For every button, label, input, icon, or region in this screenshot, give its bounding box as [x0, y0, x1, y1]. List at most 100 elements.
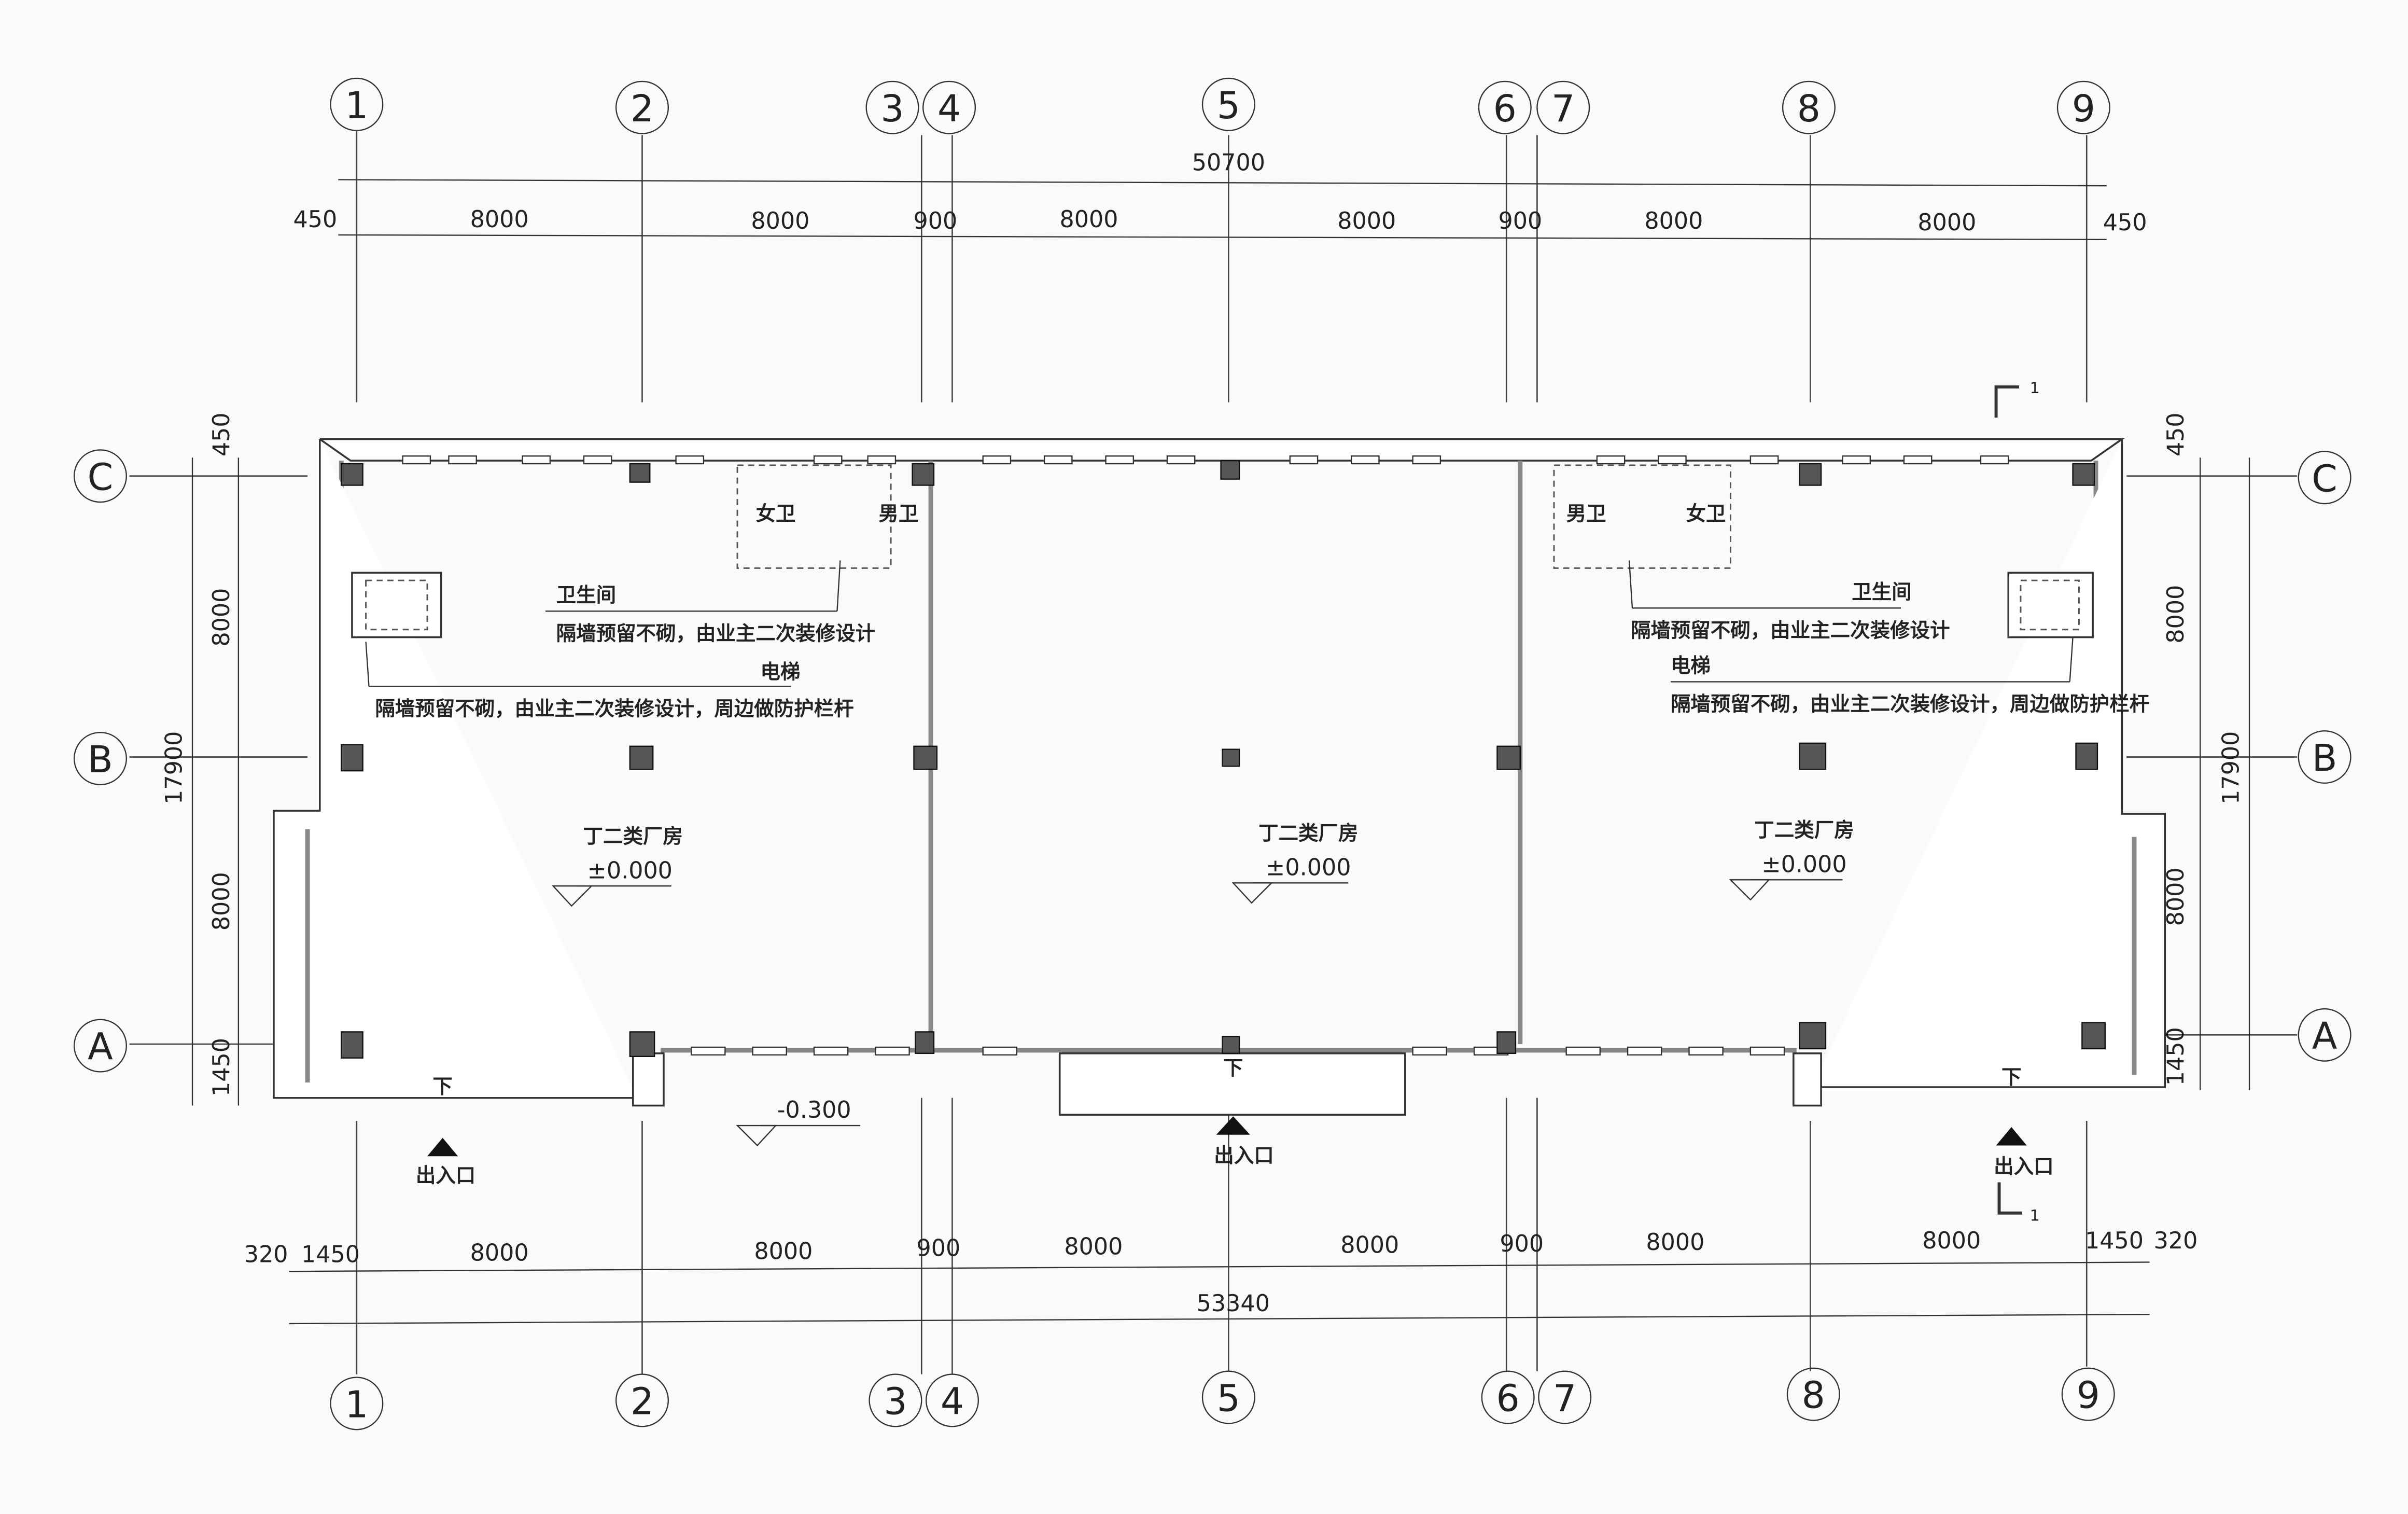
- dim: 8000: [1917, 210, 1976, 236]
- room-labels: 丁二类厂房 ±0.000 丁二类厂房 ±0.000 丁二类厂房 ±0.000: [552, 818, 1854, 907]
- elevator-note: 隔墙预留不砌，由业主二次装修设计，周边做防护栏杆: [1671, 693, 2149, 716]
- axis-label: C: [88, 455, 114, 498]
- room-name: 丁二类厂房: [583, 825, 683, 848]
- room-name: 丁二类厂房: [1754, 818, 1854, 842]
- dim: 8000: [470, 1240, 529, 1267]
- axis-label: 4: [941, 1380, 964, 1423]
- dimension-lines: [191, 179, 2250, 1325]
- dim: 1450: [208, 1038, 235, 1096]
- axis-label: 8: [1797, 87, 1821, 130]
- toilet-label: 卫生间: [1852, 581, 1911, 604]
- dim: 8000: [1922, 1228, 1981, 1254]
- entrance-arrow-icon: [1216, 1116, 1250, 1135]
- axis-label: 7: [1551, 87, 1575, 130]
- dim: 8000: [208, 872, 235, 930]
- dimensions-right: 450 8000 17900 8000 1450: [2163, 412, 2245, 1086]
- dim: 450: [2103, 210, 2147, 236]
- dim: 1450: [2163, 1027, 2189, 1086]
- axis-label: 5: [1217, 84, 1240, 127]
- dim: 17900: [2218, 731, 2244, 804]
- dim: 8000: [1646, 1229, 1704, 1256]
- down-label: 下: [432, 1075, 452, 1099]
- dim: 8000: [1059, 206, 1118, 233]
- dim: 900: [914, 208, 958, 234]
- dim: 450: [2163, 412, 2189, 456]
- dimensions-bottom: 320 1450 8000 8000 900 8000 8000 900 800…: [244, 1228, 2198, 1317]
- axis-label: 1: [345, 84, 368, 127]
- axis-bubbles-top: 1 2 3 4 5 6 7 8 9: [330, 77, 2110, 134]
- dim-total: 50700: [1192, 150, 1265, 176]
- elevator-note: 隔墙预留不砌，由业主二次装修设计，周边做防护栏杆: [375, 698, 853, 721]
- dim: 450: [293, 206, 338, 233]
- axis-bubbles-bottom: 1 2 3 4 5 6 7 8 9: [330, 1367, 2115, 1430]
- dim: 8000: [2163, 867, 2189, 926]
- axis-label: 3: [884, 1380, 907, 1423]
- dim: 8000: [754, 1239, 813, 1265]
- axis-label: C: [2312, 457, 2337, 500]
- dimensions-top: 50700 450 8000 8000 900 8000 8000 900 80…: [293, 150, 2147, 236]
- outside-level: -0.300: [777, 1097, 851, 1123]
- dimensions-left: 450 8000 17900 8000 1450: [161, 412, 235, 1096]
- male-toilet-label: 男卫: [878, 503, 918, 526]
- toilet-label: 卫生间: [556, 584, 616, 607]
- dim: 1450: [301, 1241, 360, 1268]
- dim: 8000: [1064, 1234, 1123, 1260]
- axis-label: 5: [1217, 1377, 1240, 1420]
- down-label: 下: [1223, 1057, 1243, 1080]
- axis-label: 1: [345, 1383, 368, 1426]
- entrance-arrow-icon: [1996, 1127, 2027, 1146]
- dim: 1450: [2085, 1228, 2144, 1254]
- down-label: 下: [2001, 1066, 2021, 1089]
- axis-label: A: [88, 1025, 113, 1068]
- dim: 900: [1500, 1231, 1544, 1257]
- room-name: 丁二类厂房: [1258, 822, 1358, 845]
- male-toilet-label: 男卫: [1566, 503, 1606, 526]
- dim: 8000: [470, 206, 529, 233]
- axis-label: 2: [631, 87, 654, 130]
- axis-label: 4: [937, 87, 961, 130]
- windows: [402, 455, 2009, 1056]
- entrances: -0.300 下 出入口 下 出入口 下 出入口: [416, 1057, 2054, 1187]
- dim: 8000: [751, 208, 809, 234]
- elevator-label: 电梯: [760, 661, 800, 684]
- elevator-label: 电梯: [1671, 655, 1711, 678]
- axis-label: 2: [631, 1380, 654, 1423]
- dim: 900: [916, 1235, 960, 1262]
- axis-bubbles-side: C B A C B A: [73, 449, 2351, 1073]
- dim: 17900: [161, 731, 187, 804]
- dim: 8000: [1337, 208, 1396, 234]
- section-number: 1: [2030, 1207, 2040, 1225]
- female-toilet-label: 女卫: [756, 503, 796, 526]
- axis-label: B: [88, 738, 113, 781]
- entrance-label: 出入口: [416, 1164, 475, 1188]
- annotations-right: 卫生间 隔墙预留不砌，由业主二次装修设计 电梯 隔墙预留不砌，由业主二次装修设计…: [1566, 503, 2150, 716]
- axis-label: B: [2312, 737, 2337, 780]
- section-number: 1: [2030, 379, 2040, 397]
- entrance-label: 出入口: [1214, 1144, 1273, 1168]
- room-level: ±0.000: [587, 857, 673, 884]
- female-toilet-label: 女卫: [1686, 503, 1726, 526]
- entrance-label: 出入口: [1994, 1155, 2053, 1178]
- room-level: ±0.000: [1266, 854, 1351, 881]
- dim: 8000: [1644, 208, 1703, 234]
- dim: 8000: [1340, 1232, 1399, 1259]
- dim: 450: [208, 412, 235, 456]
- annotations-left: 卫生间 隔墙预留不砌，由业主二次装修设计 电梯 隔墙预留不砌，由业主二次装修设计…: [365, 503, 918, 721]
- axis-label: 6: [1493, 87, 1517, 130]
- dim-total: 53340: [1197, 1290, 1270, 1317]
- axis-label: 6: [1496, 1377, 1520, 1420]
- axis-label: 8: [1802, 1374, 1825, 1417]
- toilet-note: 隔墙预留不砌，由业主二次装修设计: [556, 622, 876, 646]
- toilet-note: 隔墙预留不砌，由业主二次装修设计: [1631, 619, 1950, 643]
- entrance-arrow-icon: [427, 1137, 458, 1157]
- dim: 320: [2154, 1228, 2198, 1254]
- columns: [341, 460, 2106, 1059]
- room-level: ±0.000: [1761, 852, 1846, 878]
- axis-label: A: [2312, 1015, 2337, 1058]
- section-marks: 1 1: [1994, 379, 2040, 1225]
- grid-lines: [129, 130, 2297, 1374]
- dim: 8000: [2163, 585, 2189, 644]
- dim: 8000: [208, 588, 235, 647]
- dim: 900: [1498, 208, 1542, 234]
